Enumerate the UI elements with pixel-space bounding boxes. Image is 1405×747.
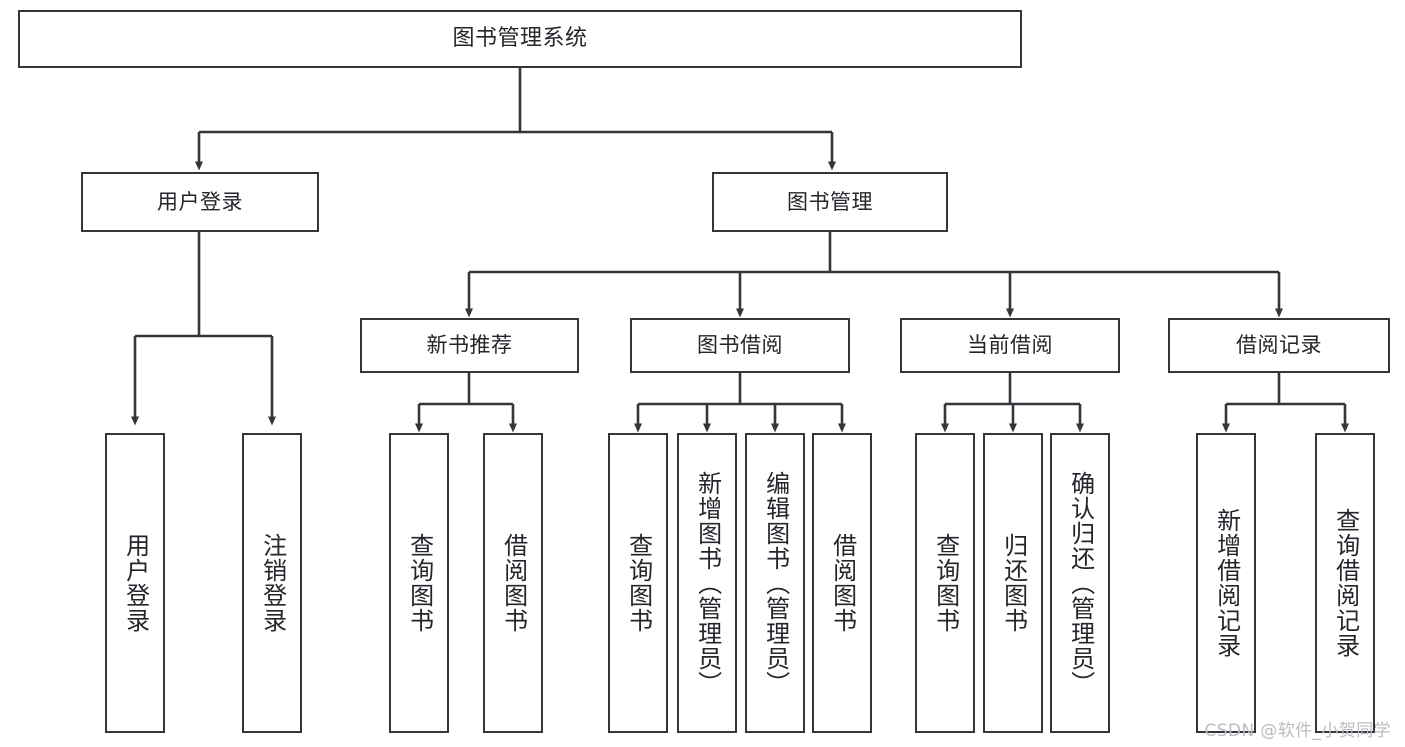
node-leaf-edit-book-admin[interactable]: 编辑图书（管理员）	[745, 433, 805, 733]
node-label: 查询图书	[624, 533, 653, 633]
node-leaf-add-book-admin[interactable]: 新增图书（管理员）	[677, 433, 737, 733]
node-book-management[interactable]: 图书管理	[712, 172, 948, 232]
node-label: 确认归还（管理员）	[1066, 470, 1095, 696]
node-label: 借阅图书	[828, 533, 857, 633]
node-leaf-borrow-book[interactable]: 借阅图书	[812, 433, 872, 733]
node-label: 用户登录	[157, 189, 243, 214]
node-root-book-management-system[interactable]: 图书管理系统	[18, 10, 1022, 68]
node-label: 借阅记录	[1236, 333, 1322, 358]
watermark-text: CSDN @软件_小贺同学	[1204, 721, 1391, 741]
node-label: 查询借阅记录	[1331, 508, 1360, 658]
node-new-book-recommend[interactable]: 新书推荐	[360, 318, 579, 373]
node-label: 编辑图书（管理员）	[761, 470, 790, 696]
node-label: 用户登录	[121, 533, 150, 633]
node-leaf-return-book[interactable]: 归还图书	[983, 433, 1043, 733]
node-book-borrow[interactable]: 图书借阅	[630, 318, 850, 373]
node-label: 查询图书	[931, 533, 960, 633]
node-label: 图书管理	[787, 189, 873, 214]
node-label: 图书借阅	[697, 333, 783, 358]
node-leaf-query-book-recommend[interactable]: 查询图书	[389, 433, 449, 733]
node-label: 查询图书	[405, 533, 434, 633]
node-label: 新书推荐	[426, 333, 513, 358]
node-leaf-query-borrow-record[interactable]: 查询借阅记录	[1315, 433, 1375, 733]
node-label: 借阅图书	[499, 533, 528, 633]
node-label: 新增图书（管理员）	[693, 470, 722, 696]
node-label: 注销登录	[258, 533, 287, 633]
node-leaf-borrow-book-recommend[interactable]: 借阅图书	[483, 433, 543, 733]
node-user-login[interactable]: 用户登录	[81, 172, 319, 232]
node-current-borrow[interactable]: 当前借阅	[900, 318, 1120, 373]
node-leaf-query-book-current[interactable]: 查询图书	[915, 433, 975, 733]
node-leaf-confirm-return-admin[interactable]: 确认归还（管理员）	[1050, 433, 1110, 733]
node-label: 当前借阅	[967, 333, 1053, 358]
node-leaf-user-login[interactable]: 用户登录	[105, 433, 165, 733]
node-label: 归还图书	[999, 533, 1028, 633]
node-label: 图书管理系统	[452, 26, 588, 52]
node-leaf-user-logout[interactable]: 注销登录	[242, 433, 302, 733]
node-leaf-query-book-borrow[interactable]: 查询图书	[608, 433, 668, 733]
node-borrow-record[interactable]: 借阅记录	[1168, 318, 1390, 373]
node-leaf-add-borrow-record[interactable]: 新增借阅记录	[1196, 433, 1256, 733]
node-label: 新增借阅记录	[1212, 508, 1241, 658]
